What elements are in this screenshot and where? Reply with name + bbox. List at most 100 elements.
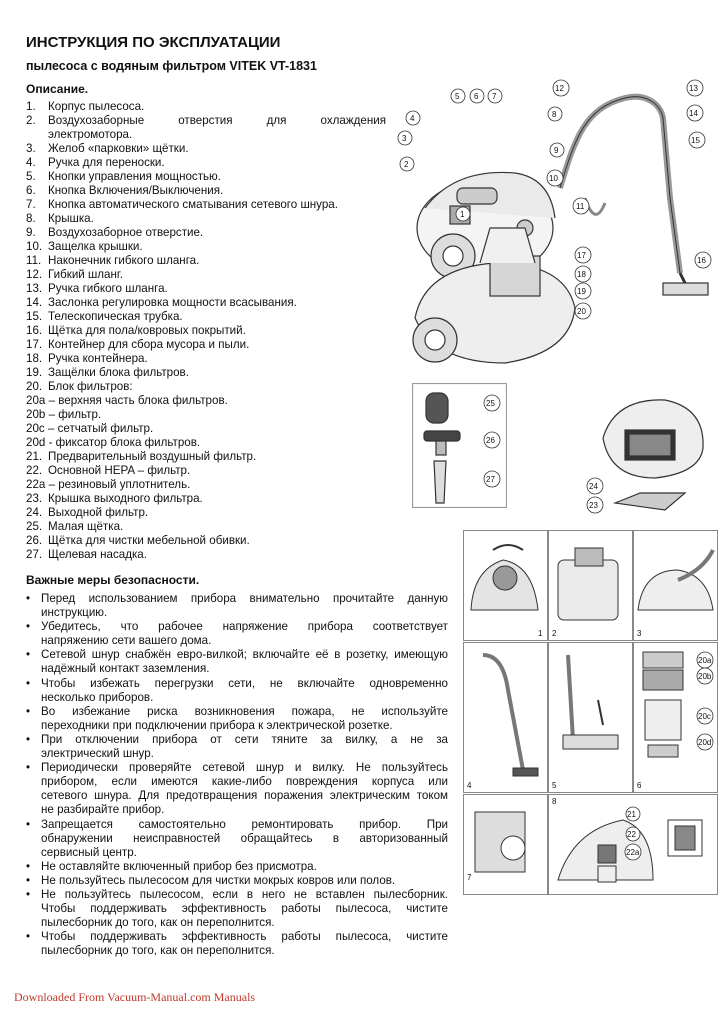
description-item-number: 24. — [26, 506, 43, 519]
description-item: 15. Телескопическая трубка. — [26, 310, 386, 324]
bullet-icon — [26, 719, 41, 733]
callout-3: 3 — [402, 134, 407, 143]
callout-5: 5 — [455, 92, 460, 101]
rear-filter-figure: 24 23 — [585, 388, 715, 518]
safety-line-text: Во избежание риска возникновения пожара,… — [41, 704, 448, 718]
description-item: 22a – резиновый уплотнитель. — [26, 478, 386, 492]
safety-line: инструкцию. — [26, 606, 448, 620]
safety-line-text: Чтобы избежать перегрузки сети, не включ… — [41, 676, 448, 690]
download-source-link[interactable]: Downloaded From Vacuum-Manual.com Manual… — [14, 990, 256, 1004]
description-item: 18.Ручка контейнера. — [26, 352, 386, 366]
safety-line: сетевого шнура. Для предотвращения пораж… — [26, 789, 448, 803]
description-item-number: 4. — [26, 156, 36, 169]
safety-line-text: не разбирайте прибор. — [41, 803, 165, 817]
safety-line: •Во избежание риска возникновения пожара… — [26, 705, 448, 719]
safety-line-text: Чтобы поддерживать эффективность работы … — [41, 930, 448, 944]
bullet-icon — [26, 846, 41, 860]
description-item-text: Корпус пылесоса. — [48, 100, 145, 113]
callout-24: 24 — [589, 482, 598, 491]
safety-line-text: Чтобы поддерживать эффективность работы … — [41, 902, 448, 916]
description-item-text: Ручка гибкого шланга. — [48, 282, 168, 295]
safety-line-text: пылесборник до того, как он переполнится… — [41, 916, 275, 930]
description-item-text: 22a – резиновый уплотнитель. — [26, 478, 191, 491]
description-item-number: 22. — [26, 464, 43, 477]
vacuum-main-figure: 5 6 7 4 3 2 1 8 9 10 11 12 13 14 15 16 1… — [395, 78, 720, 398]
bullet-icon: • — [26, 732, 31, 746]
description-item-text: 20b – фильтр. — [26, 408, 102, 421]
description-item: 13.Ручка гибкого шланга. — [26, 282, 386, 296]
step-number-2: 2 — [552, 629, 557, 638]
description-item: 1.Корпус пылесоса. — [26, 100, 386, 114]
description-item-number: 20. — [26, 380, 43, 393]
callout-12: 12 — [555, 84, 564, 93]
page-title: ИНСТРУКЦИЯ ПО ЭКСПЛУАТАЦИИ — [26, 34, 281, 51]
description-item-number: 9. — [26, 226, 36, 239]
bullet-icon: • — [26, 620, 31, 634]
safety-line-text: прибором, если имеются какие-либо повреж… — [41, 775, 448, 789]
description-item: 12.Гибкий шланг. — [26, 268, 386, 282]
description-item: 22.Основной HEPA – фильтр. — [26, 464, 386, 478]
description-item-number: 7. — [26, 198, 36, 211]
callout-21: 21 — [627, 810, 636, 819]
description-item-number: 27. — [26, 548, 43, 561]
safety-line: сервисный центр. — [26, 846, 448, 860]
safety-line: Чтобы поддерживать эффективность работы … — [26, 902, 448, 916]
description-item-text: Телескопическая трубка. — [48, 310, 183, 323]
description-item-text: Ручка контейнера. — [48, 352, 148, 365]
description-item: 19.Защёлки блока фильтров. — [26, 366, 386, 380]
description-item-text: Ручка для переноски. — [48, 156, 165, 169]
description-item: 11.Наконечник гибкого шланга. — [26, 254, 386, 268]
callout-14: 14 — [689, 109, 698, 118]
description-item: 5.Кнопки управления мощностью. — [26, 170, 386, 184]
description-heading: Описание. — [26, 82, 89, 96]
description-item: 20b – фильтр. — [26, 408, 386, 422]
safety-line-text: переходники при подключении прибора к эл… — [41, 718, 393, 732]
description-item: электромотора. — [26, 128, 386, 142]
description-item: 4. Ручка для переноски. — [26, 156, 386, 170]
safety-line: •Чтобы избежать перегрузки сети, не вклю… — [26, 677, 448, 691]
callout-7: 7 — [492, 92, 497, 101]
safety-line-text: напряжению сети вашего дома. — [41, 634, 212, 648]
description-item-number: 12. — [26, 268, 43, 281]
callout-20a: 20a — [698, 656, 712, 665]
description-item-number: 8. — [26, 212, 36, 225]
description-item-number: 17. — [26, 338, 43, 351]
description-item: 26.Щётка для чистки мебельной обивки. — [26, 534, 386, 548]
bullet-icon: • — [26, 930, 31, 944]
description-item: 20d - фиксатор блока фильтров. — [26, 436, 386, 450]
description-item-text: Контейнер для сбора мусора и пыли. — [48, 338, 250, 351]
safety-line: пылесборник до того, как он переполнится… — [26, 916, 448, 930]
safety-line: не разбирайте прибор. — [26, 803, 448, 817]
description-item: 24. Выходной фильтр. — [26, 506, 386, 520]
safety-line-text: обнаружении неисправностей обращайтесь в… — [41, 831, 448, 845]
description-item: 3.Желоб «парковки» щётки. — [26, 142, 386, 156]
safety-line: •При отключении прибора от сети тяните з… — [26, 733, 448, 747]
safety-line-text: сетевого шнура. Для предотвращения пораж… — [41, 789, 448, 803]
safety-line-text: Не пользуйтесь пылесосом для чистки мокр… — [41, 873, 396, 887]
description-item: 8.Крышка. — [26, 212, 386, 226]
description-item-number: 15. — [26, 310, 43, 323]
description-item-number: 23. — [26, 492, 43, 505]
description-item: 2.Воздухозаборные отверстия для охлажден… — [26, 114, 386, 128]
callout-15: 15 — [691, 136, 700, 145]
bullet-icon — [26, 634, 41, 648]
safety-line: напряжению сети вашего дома. — [26, 634, 448, 648]
callout-2: 2 — [404, 160, 409, 169]
description-item-number: 6. — [26, 184, 36, 197]
safety-line-text: Перед использованием прибора внимательно… — [41, 592, 448, 605]
description-item-text: Защёлки блока фильтров. — [48, 366, 189, 379]
description-item-text: Щётка для чистки мебельной обивки. — [48, 534, 250, 547]
bullet-icon — [26, 832, 41, 846]
bullet-icon — [26, 944, 41, 958]
safety-line: •Периодически проверяйте сетевой шнур и … — [26, 761, 448, 775]
description-item-number: 21. — [26, 450, 43, 463]
safety-line: • Чтобы поддерживать эффективность работы… — [26, 930, 448, 944]
description-item-text: Выходной фильтр. — [48, 506, 149, 519]
safety-line: несколько приборов. — [26, 691, 448, 705]
description-item-text: Желоб «парковки» щётки. — [48, 142, 189, 155]
description-item: 6.Кнопка Включения/Выключения. — [26, 184, 386, 198]
callout-20: 20 — [577, 307, 586, 316]
step-number-6: 6 — [637, 781, 642, 790]
description-item: 16.Щётка для пола/ковровых покрытий. — [26, 324, 386, 338]
callout-23: 23 — [589, 501, 598, 510]
